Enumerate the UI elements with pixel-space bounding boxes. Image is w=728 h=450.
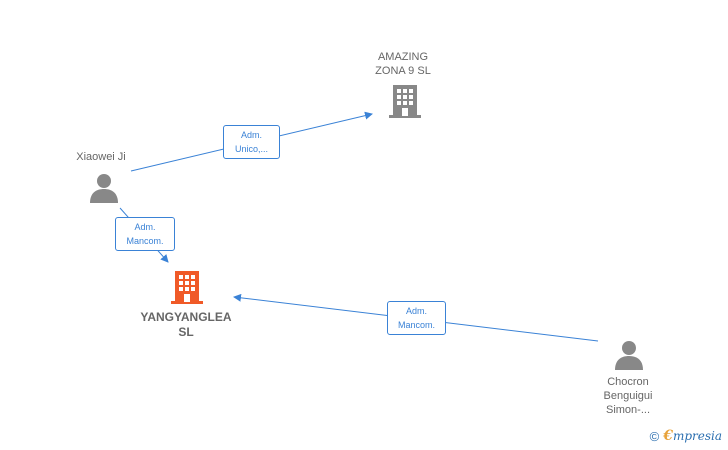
node-label-chocron[interactable]: Chocron Benguigui Simon-... — [603, 376, 653, 416]
node-label-yangyanglea[interactable]: YANGYANGLEA SL — [140, 310, 232, 339]
person-icon[interactable] — [89, 173, 119, 208]
building-icon-focus[interactable] — [171, 270, 203, 309]
brand-logo: €mpresia — [663, 428, 722, 444]
node-label-xiaowei[interactable]: Xiaowei Ji — [76, 151, 126, 163]
brand-rest: mpresia — [672, 429, 722, 443]
edge-label-line: Mancom. — [126, 236, 164, 246]
edge-label-line: Adm. — [405, 306, 427, 316]
edge-label-line: Adm. — [134, 222, 156, 232]
node-label-amazing[interactable]: AMAZING ZONA 9 SL — [375, 51, 431, 77]
edge-label-line: Unico,... — [234, 144, 268, 154]
edge-label-xiaowei-yangyanglea[interactable]: Adm. Mancom. — [115, 217, 175, 251]
edge-label-xiaowei-amazing[interactable]: Adm. Unico,... — [223, 125, 280, 159]
edge-label-chocron-yangyanglea[interactable]: Adm. Mancom. — [387, 301, 446, 335]
edge-label-line: Adm. — [240, 130, 262, 140]
brand-initial: € — [663, 428, 673, 444]
person-icon[interactable] — [614, 340, 644, 375]
empresia-watermark: © €mpresia — [650, 428, 722, 444]
edge-label-line: Mancom. — [397, 320, 435, 330]
building-icon[interactable] — [389, 84, 421, 123]
copyright-symbol: © — [649, 428, 660, 444]
